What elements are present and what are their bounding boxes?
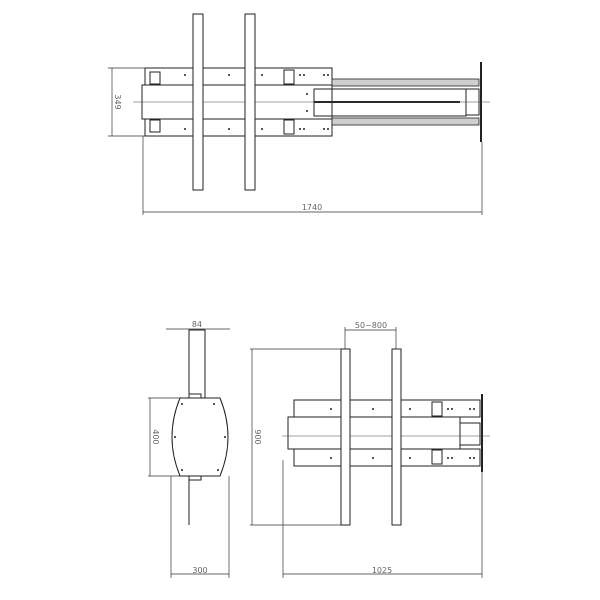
- dim-1740: 1740: [142, 136, 483, 215]
- front-view: 50~800 900 1025: [250, 321, 490, 578]
- dim-label-349: 349: [113, 94, 122, 109]
- mount-plate: [171, 397, 229, 477]
- dim-label-400: 400: [151, 429, 160, 444]
- lower-plate: [144, 118, 333, 137]
- vertical-bar-right: [244, 13, 256, 191]
- dim-349: 349: [108, 67, 145, 137]
- side-view: 84 400 300: [148, 320, 230, 578]
- dim-label-84: 84: [192, 320, 202, 329]
- center-channel: [287, 416, 461, 450]
- dim-label-1740: 1740: [302, 203, 322, 212]
- dim-1025: 1025: [282, 460, 483, 578]
- dim-84: 84: [166, 320, 230, 330]
- top-view: 349 1740: [108, 13, 490, 215]
- dim-50-800: 50~800: [344, 321, 397, 349]
- dim-label-50-800: 50~800: [355, 321, 387, 330]
- lower-rail: [331, 117, 480, 126]
- dim-400: 400: [148, 397, 180, 477]
- vertical-bar-left: [340, 348, 351, 526]
- upper-rail: [331, 78, 480, 87]
- dim-label-900: 900: [253, 429, 262, 444]
- motor-housing: [459, 422, 481, 446]
- dim-label-300: 300: [192, 566, 207, 575]
- dim-label-1025: 1025: [372, 566, 392, 575]
- mount-column: [188, 329, 206, 399]
- dim-300: 300: [170, 476, 230, 578]
- upper-plate: [144, 67, 333, 86]
- dim-900: 900: [250, 348, 341, 526]
- vertical-bar-right: [391, 348, 402, 526]
- vertical-bar-left: [192, 13, 204, 191]
